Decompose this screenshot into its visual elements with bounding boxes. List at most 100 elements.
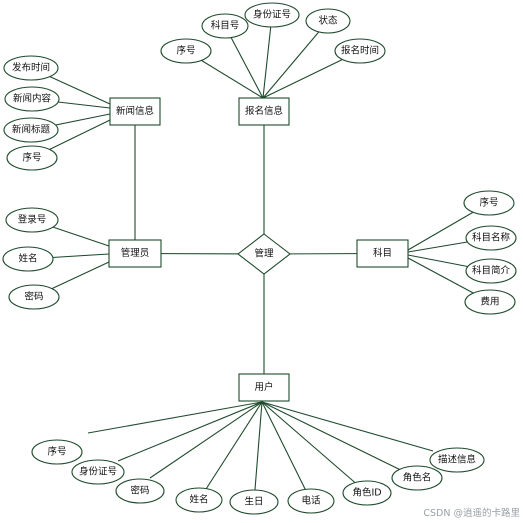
attribute-news-0: 发布时间: [3, 55, 59, 81]
attribute-registration-2: 身份证号: [244, 2, 300, 28]
attribute-registration-1: 科目号: [201, 13, 249, 39]
attribute-ellipse: [4, 86, 60, 112]
attribute-connector-user-5: [261, 401, 312, 502]
attribute-label: 科目名称: [472, 232, 511, 244]
attribute-ellipse: [334, 38, 386, 64]
attribute-label: 报名时间: [341, 45, 379, 57]
attribute-user-4: 生日: [229, 489, 279, 515]
attribute-registration-4: 报名时间: [334, 38, 386, 64]
attribute-registration-0: 序号: [160, 38, 212, 64]
attribute-ellipse: [465, 258, 517, 284]
attribute-label: 科目简介: [472, 265, 511, 277]
attribute-user-1: 身份证号: [71, 459, 125, 485]
attribute-ellipse: [6, 145, 58, 171]
attribute-label: 生日: [244, 496, 263, 508]
attribute-label: 角色名: [403, 472, 432, 484]
attribute-user-2: 密码: [115, 478, 165, 504]
entity-label: 管理员: [121, 247, 150, 259]
attribute-ellipse: [3, 117, 59, 143]
attribute-connector-user-2: [149, 401, 263, 479]
entity-box: [109, 97, 161, 126]
attribute-label: 发布时间: [12, 62, 50, 74]
relationship-manage: 管理: [237, 233, 291, 275]
attribute-subject-2: 科目简介: [465, 258, 517, 284]
attribute-label: 状态: [318, 15, 338, 27]
attribute-ellipse: [244, 2, 300, 28]
attribute-label: 序号: [47, 446, 66, 458]
entity-registration: 报名信息: [238, 97, 290, 126]
attribute-connector-user-1: [117, 401, 263, 462]
attribute-ellipse: [31, 439, 83, 465]
relationship-label: 管理: [254, 248, 274, 260]
attribute-connector-user-8: [261, 401, 434, 452]
attribute-ellipse: [305, 8, 351, 34]
attribute-connector-user-4: [253, 401, 263, 503]
attribute-user-8: 描述信息: [429, 447, 485, 473]
entity-news: 新闻信息: [109, 97, 161, 126]
attribute-user-5: 电话: [287, 488, 335, 514]
attribute-label: 序号: [479, 197, 498, 209]
attribute-ellipse: [71, 459, 125, 485]
attribute-connector-registration-2: [262, 14, 273, 99]
attribute-label: 描述信息: [438, 454, 476, 466]
entity-user: 用户: [238, 373, 290, 402]
attribute-ellipse: [287, 488, 335, 514]
attribute-ellipse: [464, 289, 516, 315]
attribute-label: 身份证号: [253, 9, 291, 21]
attribute-ellipse: [2, 246, 54, 272]
entity-label: 科目: [373, 247, 392, 259]
attribute-connector-user-0: [87, 401, 263, 434]
attribute-user-7: 角色名: [391, 465, 443, 491]
attribute-subject-0: 序号: [463, 190, 515, 216]
attribute-admin-1: 姓名: [2, 246, 54, 272]
attribute-ellipse: [201, 13, 249, 39]
attribute-admin-2: 密码: [8, 284, 60, 310]
attribute-label: 密码: [130, 485, 149, 497]
attribute-label: 角色ID: [352, 487, 381, 499]
attribute-ellipse: [342, 480, 392, 506]
attribute-label: 电话: [301, 495, 321, 507]
relationship-diamond: [237, 233, 291, 275]
attribute-label: 序号: [176, 45, 195, 57]
attribute-label: 科目号: [211, 20, 240, 32]
attribute-label: 新闻内容: [13, 93, 52, 105]
entity-label: 用户: [254, 381, 273, 393]
entity-box: [108, 239, 162, 268]
attribute-connector-user-3: [198, 401, 263, 501]
entity-label: 新闻信息: [116, 105, 154, 117]
attribute-connector-user-7: [261, 401, 418, 479]
attribute-label: 姓名: [18, 253, 37, 265]
attribute-label: 身份证号: [79, 466, 117, 478]
attribute-connector-user-6: [261, 401, 368, 494]
attribute-admin-0: 登录号: [5, 207, 59, 233]
attribute-ellipse: [391, 465, 443, 491]
watermark: CSDN @逍遥的卡路里: [423, 508, 520, 519]
attribute-ellipse: [3, 55, 59, 81]
attribute-registration-3: 状态: [305, 8, 351, 34]
attribute-ellipse: [115, 478, 165, 504]
attribute-user-0: 序号: [31, 439, 83, 465]
attribute-news-3: 序号: [6, 145, 58, 171]
attribute-ellipse: [5, 207, 59, 233]
attribute-label: 密码: [24, 291, 43, 303]
diagram-shapes: 发布时间新闻内容新闻标题序号序号科目号身份证号状态报名时间登录号姓名密码序号科目…: [2, 2, 517, 515]
entity-admin: 管理员: [108, 239, 162, 268]
attribute-ellipse: [175, 487, 223, 513]
attribute-label: 序号: [22, 152, 41, 164]
attribute-subject-1: 科目名称: [465, 225, 517, 251]
entity-label: 报名信息: [245, 105, 283, 117]
entity-box: [238, 373, 290, 402]
attribute-ellipse: [8, 284, 60, 310]
attribute-ellipse: [463, 190, 515, 216]
attribute-label: 登录号: [18, 215, 47, 226]
attribute-subject-3: 费用: [464, 289, 516, 315]
attribute-ellipse: [160, 38, 212, 64]
entity-subject: 科目: [356, 239, 409, 268]
attribute-user-3: 姓名: [175, 487, 223, 513]
entity-box: [356, 239, 409, 268]
attribute-label: 费用: [480, 296, 499, 308]
entity-box: [238, 97, 290, 126]
attribute-label: 新闻标题: [12, 124, 51, 136]
attribute-news-2: 新闻标题: [3, 117, 59, 143]
